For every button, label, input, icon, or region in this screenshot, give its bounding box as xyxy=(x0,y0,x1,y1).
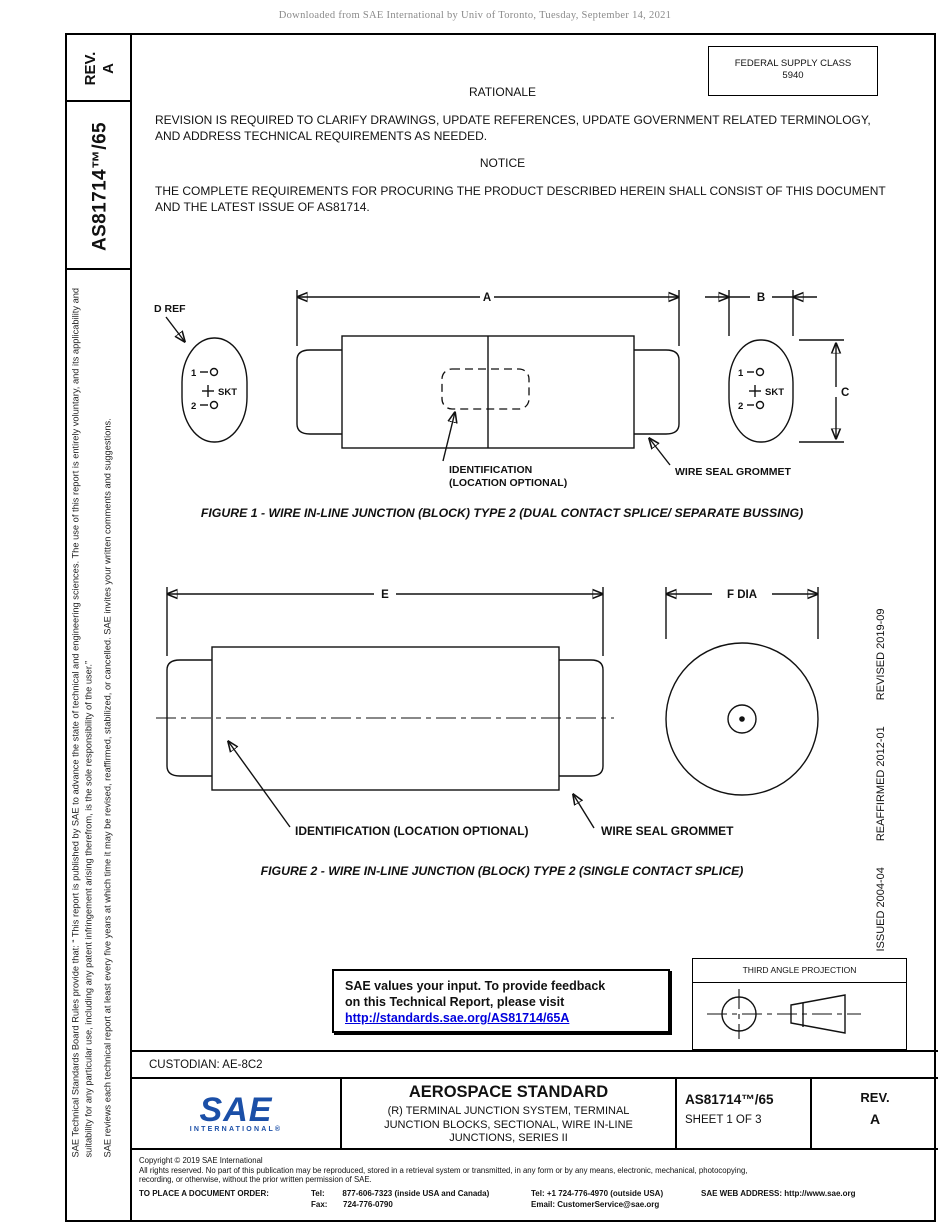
fsc-value: 5940 xyxy=(782,70,804,81)
fig1-identification-label-line2: (LOCATION OPTIONAL) xyxy=(449,477,567,489)
contact-info: TO PLACE A DOCUMENT ORDER: Tel: 877-606-… xyxy=(139,1189,938,1211)
fig2-grommet-callout: WIRE SEAL GROMMET xyxy=(573,794,734,838)
standard-subtitle-line3: JUNCTIONS, SERIES II xyxy=(449,1132,568,1144)
fsc-label: FEDERAL SUPPLY CLASS xyxy=(734,58,852,69)
fig1-left-end-view: 1 SKT 2 xyxy=(181,337,248,443)
fig2-identification-label: IDENTIFICATION (LOCATION OPTIONAL) xyxy=(295,824,529,838)
fig1-grommet-callout: WIRE SEAL GROMMET xyxy=(649,438,791,478)
footer-rev-label: REV. xyxy=(860,1090,890,1105)
revised-date: REVISED 2019-09 xyxy=(875,608,887,701)
sae-logo-text: SAE xyxy=(199,1090,273,1129)
fig1-identification-area xyxy=(441,368,530,410)
fig1-dim-c: C xyxy=(799,339,849,443)
footer-sheet-number: SHEET 1 OF 3 xyxy=(685,1114,762,1126)
rev-value: A xyxy=(99,63,117,74)
fig2-dim-f-label: F DIA xyxy=(727,589,757,601)
federal-supply-class-box: FEDERAL SUPPLY CLASS 5940 xyxy=(708,46,878,96)
document-frame: REV. A AS81714™/65 SAE Technical Standar… xyxy=(65,33,938,1222)
fig1-left-contact2-label: 2 xyxy=(191,401,196,412)
revision-history-vertical: ISSUED 2004-04 REAFFIRMED 2012-01 REVISE… xyxy=(870,605,892,955)
sidebar-legal-text: SAE Technical Standards Board Rules prov… xyxy=(69,277,130,1157)
fig2-identification-callout: IDENTIFICATION (LOCATION OPTIONAL) xyxy=(228,741,529,838)
fig1-d-ref-dimension: D REF xyxy=(154,303,186,342)
reaffirmed-date: REAFFIRMED 2012-01 xyxy=(875,726,887,842)
rationale-body: REVISION IS REQUIRED TO CLARIFY DRAWINGS… xyxy=(155,113,871,143)
rev-label: REV. xyxy=(81,51,99,86)
standard-subtitle-line2: JUNCTION BLOCKS, SECTIONAL, WIRE IN-LINE xyxy=(384,1118,633,1131)
feedback-line1: SAE values your input. To provide feedba… xyxy=(345,979,606,993)
footer-doc-number: AS81714™/65 xyxy=(685,1092,774,1107)
fig1-right-end-view: 1 SKT 2 xyxy=(728,339,794,443)
custodian-row: CUSTODIAN: AE-8C2 xyxy=(132,1050,938,1077)
footer-rev-cell: REV. A xyxy=(812,1079,938,1148)
sae-logo-subtext: INTERNATIONAL® xyxy=(189,1125,283,1133)
legal-paragraph-1: SAE Technical Standards Board Rules prov… xyxy=(70,287,93,1157)
projection-title: THIRD ANGLE PROJECTION xyxy=(693,959,906,983)
fig1-left-contact1-hole xyxy=(209,367,219,377)
order-label: TO PLACE A DOCUMENT ORDER: xyxy=(139,1188,269,1198)
email-address: Email: CustomerService@sae.org xyxy=(531,1199,660,1209)
download-notice: Downloaded from SAE International by Uni… xyxy=(278,10,672,21)
rights-line2: recording, or otherwise, without the pri… xyxy=(139,1175,372,1185)
rev-box: REV. A xyxy=(67,35,132,102)
fig1-left-contact1-label: 1 xyxy=(191,368,197,379)
footer-rev-value: A xyxy=(869,1111,881,1127)
legal-paragraph-2: SAE reviews each technical report at lea… xyxy=(102,417,112,1157)
fig1-left-skt-label: SKT xyxy=(218,387,237,398)
notice-heading: NOTICE xyxy=(479,156,526,170)
fig1-identification-callout: IDENTIFICATION (LOCATION OPTIONAL) xyxy=(442,412,567,489)
fig1-dim-b: B xyxy=(705,290,817,336)
fig2-grommet-label: WIRE SEAL GROMMET xyxy=(601,824,734,838)
fig1-dim-a-label: A xyxy=(483,292,491,304)
tel-outside: Tel: +1 724-776-4970 (outside USA) xyxy=(531,1188,664,1198)
notice-body: THE COMPLETE REQUIREMENTS FOR PROCURING … xyxy=(155,184,886,214)
doc-number-vertical: AS81714™/65 xyxy=(88,121,110,251)
fig1-right-skt-label: SKT xyxy=(765,387,784,398)
fig1-right-contact1-label: 1 xyxy=(738,368,744,379)
third-angle-projection-symbol xyxy=(707,989,861,1039)
fig1-grommet-label: WIRE SEAL GROMMET xyxy=(675,466,791,478)
fig1-dim-c-label: C xyxy=(841,387,849,399)
fig2-body-side-view xyxy=(156,646,614,791)
fig1-body-side-view xyxy=(296,335,680,449)
copyright-line: Copyright © 2019 SAE International xyxy=(139,1156,263,1165)
fig1-dim-b-label: B xyxy=(757,292,765,304)
figure2-drawing: E IDENTIFICATION (LOCATION OPTIONAL) WIR… xyxy=(156,587,819,838)
feedback-box: SAE values your input. To provide feedba… xyxy=(332,969,670,1033)
fax-number: Fax: 724-776-0790 xyxy=(311,1199,393,1209)
feedback-line2: on this Technical Report, please visit xyxy=(345,995,565,1009)
fig1-right-contact1-hole xyxy=(755,367,765,377)
fig2-dim-e-label: E xyxy=(381,589,389,601)
fig1-d-ref-label: D REF xyxy=(154,303,186,315)
feedback-link[interactable]: http://standards.sae.org/AS81714/65A xyxy=(345,1011,570,1025)
rev-rotated-text: REV. A xyxy=(67,35,132,102)
doc-number-box: AS81714™/65 xyxy=(67,102,132,270)
fig1-right-contact2-label: 2 xyxy=(738,401,743,412)
rights-line1: All rights reserved. No part of this pub… xyxy=(139,1165,748,1175)
fig2-dim-e: E xyxy=(166,587,604,656)
footer-number-cell: AS81714™/65 SHEET 1 OF 3 xyxy=(677,1079,812,1148)
fig1-dim-a: A xyxy=(296,290,680,346)
fig2-dim-f: F DIA xyxy=(665,587,819,639)
tel-inside: Tel: 877-606-7323 (inside USA and Canada… xyxy=(311,1188,490,1198)
issued-date: ISSUED 2004-04 xyxy=(875,867,887,952)
fig1-identification-label-line1: IDENTIFICATION xyxy=(449,464,532,476)
left-sidebar: REV. A AS81714™/65 SAE Technical Standar… xyxy=(67,35,132,1220)
fig2-end-view-circle xyxy=(665,642,819,796)
fig1-right-contact2-hole xyxy=(755,400,765,410)
rationale-heading: RATIONALE xyxy=(468,85,537,99)
footer-title-block: SAE INTERNATIONAL® AEROSPACE STANDARD (R… xyxy=(132,1077,938,1150)
standard-subtitle-line1: (R) TERMINAL JUNCTION SYSTEM, TERMINAL xyxy=(387,1105,630,1117)
figure1-drawing: D REF 1 SKT 2 A xyxy=(154,290,849,489)
figure1-caption: FIGURE 1 - WIRE IN-LINE JUNCTION (BLOCK)… xyxy=(200,506,804,520)
fig1-left-contact2-hole xyxy=(209,400,219,410)
footer-title-cell: AEROSPACE STANDARD (R) TERMINAL JUNCTION… xyxy=(342,1079,677,1148)
sae-logo: SAE INTERNATIONAL® xyxy=(132,1079,342,1148)
standard-type-title: AEROSPACE STANDARD xyxy=(408,1083,609,1101)
web-address: SAE WEB ADDRESS: http://www.sae.org xyxy=(701,1188,856,1198)
copyright-block: Copyright © 2019 SAE International All r… xyxy=(132,1152,938,1222)
figure2-caption: FIGURE 2 - WIRE IN-LINE JUNCTION (BLOCK)… xyxy=(260,864,744,878)
third-angle-projection-box: THIRD ANGLE PROJECTION xyxy=(692,958,907,1050)
